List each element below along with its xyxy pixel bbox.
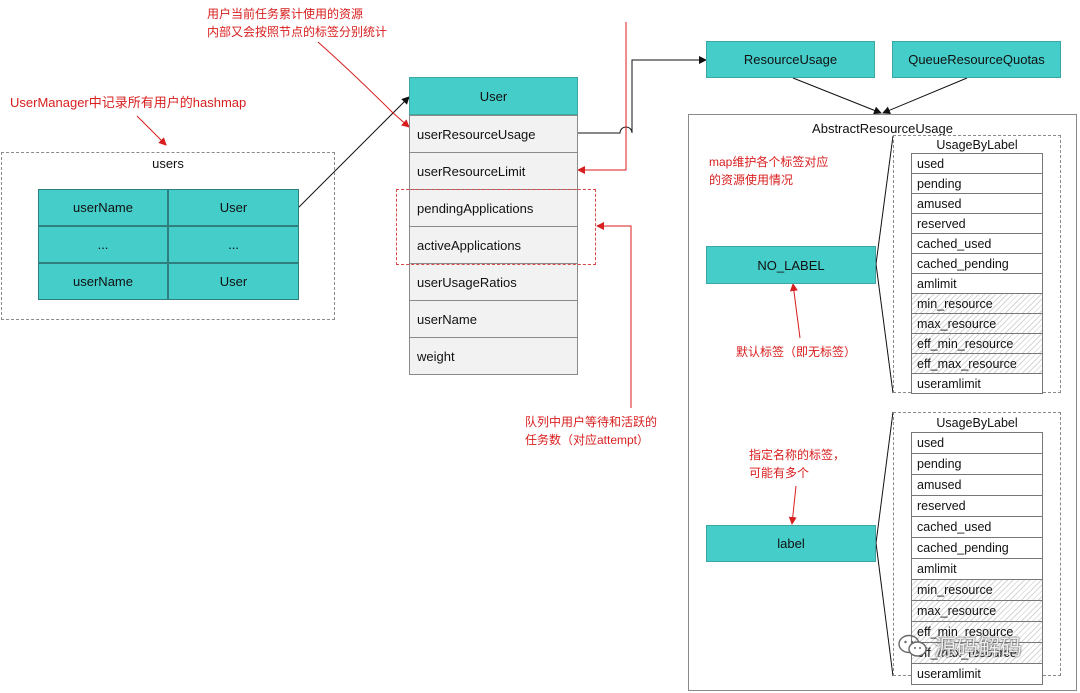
top-annotation-line-1: 用户当前任务累计使用的资源	[207, 7, 364, 21]
usage-row-useramlimit: useramlimit	[911, 373, 1043, 394]
named-label-arrow	[788, 485, 797, 525]
default-label-arrow	[789, 283, 801, 339]
usage-row-amlimit: amlimit	[911, 273, 1043, 294]
users-to-user-arrow	[297, 96, 410, 209]
usage-row-eff-min-resource: eff_min_resource	[911, 333, 1043, 354]
label-to-usage-line-1	[875, 411, 894, 544]
users-value-2: ...	[168, 226, 299, 263]
resource-usage-box: ResourceUsage	[706, 41, 875, 78]
user-field-weight: weight	[409, 337, 578, 375]
top-annotation: 用户当前任务累计使用的资源 内部又会按照节点的标签分别统计	[207, 5, 407, 41]
user-field-userResourceLimit: userResourceLimit	[409, 152, 578, 190]
usage-rows-2: used pending amused reserved cached_used…	[911, 432, 1043, 685]
usage-row-max-resource: max_resource	[911, 600, 1043, 622]
no-label-box: NO_LABEL	[706, 246, 876, 284]
applications-highlight	[396, 189, 596, 265]
usage-row-amused: amused	[911, 193, 1043, 214]
named-label-annotation: 指定名称的标签， 可能有多个	[749, 446, 869, 482]
usage-row-amlimit: amlimit	[911, 558, 1043, 580]
limit-arrow	[577, 22, 627, 174]
usage-row-used: used	[911, 153, 1043, 174]
nolabel-to-usage-line-1	[875, 135, 894, 265]
map-annotation-line-1: map维护各个标签对应	[709, 155, 829, 169]
users-key-2: ...	[38, 226, 168, 263]
usermanager-arrow	[136, 115, 167, 146]
watermark: 源码解码	[898, 630, 1022, 662]
user-field-userResourceUsage: userResourceUsage	[409, 115, 578, 153]
abstract-resource-usage-container: AbstractResourceUsage	[688, 114, 1077, 691]
queue-resource-quotas-box: QueueResourceQuotas	[892, 41, 1061, 78]
named-label-annotation-line-1: 指定名称的标签，	[749, 448, 846, 462]
map-annotation: map维护各个标签对应 的资源使用情况	[709, 153, 859, 189]
usage-row-max-resource: max_resource	[911, 313, 1043, 334]
users-key-1: userName	[38, 189, 168, 226]
named-label-annotation-line-2: 可能有多个	[749, 466, 810, 480]
quotas-to-abstract-arrow	[882, 77, 968, 114]
usage-row-pending: pending	[911, 453, 1043, 475]
map-annotation-line-2: 的资源使用情况	[709, 173, 794, 187]
default-label-annotation: 默认标签（即无标签）	[736, 345, 857, 359]
top-annotation-arrow	[317, 41, 410, 128]
usage-row-cached-pending: cached_pending	[911, 537, 1043, 559]
usage-row-pending: pending	[911, 173, 1043, 194]
abstract-title: AbstractResourceUsage	[812, 121, 953, 136]
usage-row-eff-min-resource: eff_min_resource	[911, 621, 1043, 643]
users-value-1: User	[168, 189, 299, 226]
usage-row-amused: amused	[911, 474, 1043, 496]
nolabel-to-usage-line-2	[875, 263, 894, 394]
queue-annotation: 队列中用户等待和活跃的 任务数（对应attempt）	[525, 413, 685, 449]
usage-to-resourceusage-arrow	[577, 56, 707, 134]
user-field-pendingApplications: pendingApplications	[409, 189, 578, 227]
users-key-3: userName	[38, 263, 168, 300]
queue-annotation-line-2: 任务数（对应attempt）	[525, 433, 650, 447]
usermanager-annotation: UserManager中记录所有用户的hashmap	[10, 95, 247, 110]
users-container: users	[1, 152, 335, 320]
queue-arrow	[596, 222, 632, 408]
label-box: label	[706, 525, 876, 562]
usage-row-min-resource: min_resource	[911, 293, 1043, 314]
usage-row-reserved: reserved	[911, 495, 1043, 517]
usage-row-cached-used: cached_used	[911, 233, 1043, 254]
usage-by-label-title-2: UsageByLabel	[936, 416, 1018, 430]
users-table: userName User ... ... userName User	[38, 189, 299, 300]
usage-row-min-resource: min_resource	[911, 579, 1043, 601]
label-to-usage-line-2	[875, 542, 894, 677]
usage-row-eff-max-resource: eff_max_resource	[911, 353, 1043, 374]
user-title: User	[409, 77, 578, 115]
usage-rows-1: used pending amused reserved cached_used…	[911, 153, 1043, 394]
usage-row-cached-pending: cached_pending	[911, 253, 1043, 274]
top-annotation-line-2: 内部又会按照节点的标签分别统计	[207, 25, 388, 39]
usage-row-useramlimit: useramlimit	[911, 663, 1043, 685]
wechat-icon	[898, 634, 927, 657]
usage-row-cached-used: cached_used	[911, 516, 1043, 538]
usage-row-reserved: reserved	[911, 213, 1043, 234]
usage-row-used: used	[911, 432, 1043, 454]
watermark-text: 源码解码	[934, 635, 1023, 660]
queue-annotation-line-1: 队列中用户等待和活跃的	[525, 415, 658, 429]
user-field-userName: userName	[409, 300, 578, 338]
users-value-3: User	[168, 263, 299, 300]
users-title: users	[152, 156, 184, 171]
usage-by-label-title-1: UsageByLabel	[936, 138, 1018, 152]
user-field-userUsageRatios: userUsageRatios	[409, 263, 578, 301]
resourceusage-to-abstract-arrow	[792, 77, 882, 115]
user-field-activeApplications: activeApplications	[409, 226, 578, 264]
